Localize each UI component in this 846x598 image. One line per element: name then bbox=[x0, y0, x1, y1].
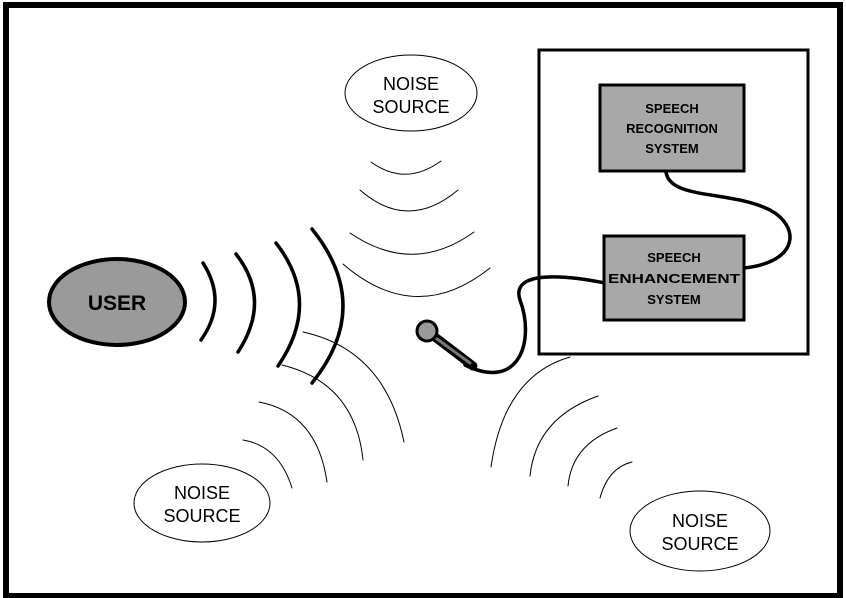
noise-source-top: NOISE SOURCE bbox=[344, 54, 478, 132]
speech-enhancement-line3: SYSTEM bbox=[647, 292, 700, 307]
noise-source-lower-left-line2: SOURCE bbox=[163, 506, 240, 526]
lower-left-noise-waves bbox=[242, 331, 405, 489]
user-node: USER bbox=[47, 257, 187, 347]
user-label: USER bbox=[88, 292, 146, 315]
speech-enhancement-line1: SPEECH bbox=[647, 250, 700, 265]
microphone-cable bbox=[463, 275, 607, 374]
noise-source-lower-left-line1: NOISE bbox=[174, 483, 230, 503]
speech-recognition-line2: RECOGNITION bbox=[626, 121, 718, 136]
speech-recognition-system-block: SPEECH RECOGNITION SYSTEM bbox=[598, 83, 746, 173]
speech-recognition-line3: SYSTEM bbox=[645, 141, 698, 156]
user-speech-waves bbox=[199, 227, 345, 385]
speech-enhancement-system-block: SPEECH ENHANCEMENT SYSTEM bbox=[602, 234, 746, 322]
noise-source-lower-right: NOISE SOURCE bbox=[629, 490, 771, 572]
speech-enhancement-line2: ENHANCEMENT bbox=[608, 271, 740, 286]
noise-source-lower-left: NOISE SOURCE bbox=[133, 463, 271, 543]
noise-source-top-line2: SOURCE bbox=[372, 97, 449, 117]
top-noise-waves bbox=[342, 160, 491, 297]
speech-recognition-line1: SPEECH bbox=[645, 101, 698, 116]
noise-source-top-line1: NOISE bbox=[383, 74, 439, 94]
noise-source-lower-right-line1: NOISE bbox=[672, 511, 728, 531]
lower-right-noise-waves bbox=[490, 356, 633, 499]
microphone-icon bbox=[415, 319, 478, 371]
noise-source-lower-right-line2: SOURCE bbox=[661, 534, 738, 554]
cables bbox=[463, 170, 792, 374]
enhancement-to-recognition-cable bbox=[664, 170, 792, 270]
